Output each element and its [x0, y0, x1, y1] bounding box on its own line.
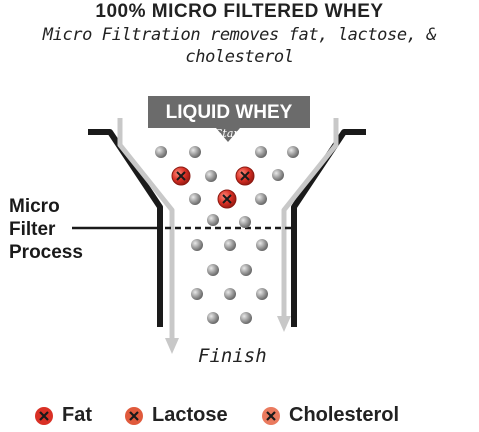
flow-arrow-right-head — [277, 316, 291, 332]
whey-particle — [191, 239, 203, 251]
whey-particle — [189, 193, 201, 205]
whey-particle — [240, 264, 252, 276]
whey-particle — [224, 288, 236, 300]
page-subtitle: Micro Filtration removes fat, lactose, &… — [42, 25, 437, 67]
whey-particle — [239, 216, 251, 228]
flow-arrow-left — [117, 118, 175, 340]
finish-label: Finish — [198, 345, 267, 367]
side-label-line-3: Process — [9, 242, 83, 263]
whey-particle — [205, 170, 217, 182]
flow-arrow-right — [281, 118, 339, 318]
lactose-x-icon — [125, 406, 143, 425]
legend-item-lactose: Lactose — [124, 404, 228, 427]
cholesterol-contaminant-icon — [217, 189, 237, 209]
whey-particle — [191, 288, 203, 300]
contaminant-particles — [171, 166, 255, 209]
whey-particle — [255, 193, 267, 205]
cholesterol-x-icon — [262, 406, 280, 425]
whey-particle — [224, 239, 236, 251]
whey-particle — [256, 239, 268, 251]
whey-particle — [287, 146, 299, 158]
page-title: 100% MICRO FILTERED WHEY — [95, 1, 384, 22]
legend-item-fat: Fat — [34, 404, 92, 427]
side-label-line-2: Filter — [9, 219, 56, 240]
whey-particle — [207, 214, 219, 226]
legend-label-cholesterol: Cholesterol — [289, 404, 400, 426]
whey-particle — [155, 146, 167, 158]
liquid-whey-banner — [148, 96, 310, 142]
legend-label-lactose: Lactose — [152, 404, 228, 426]
whey-particles — [155, 146, 299, 324]
legend-item-cholesterol: Cholesterol — [261, 404, 399, 427]
whey-particle — [256, 288, 268, 300]
flow-arrow-left-head — [165, 338, 179, 354]
legend: Fat Lactose Cholesterol — [0, 404, 479, 432]
whey-particle — [207, 264, 219, 276]
whey-particle — [189, 146, 201, 158]
fat-contaminant-icon — [171, 166, 191, 186]
funnel-wall-left-dark — [88, 129, 163, 327]
whey-particle — [240, 312, 252, 324]
banner-subtitle: Start — [215, 127, 244, 140]
fat-x-icon — [35, 406, 53, 425]
banner-title: LIQUID WHEY — [166, 102, 293, 123]
lactose-contaminant-icon — [235, 166, 255, 186]
whey-particle — [255, 146, 267, 158]
legend-label-fat: Fat — [62, 404, 92, 426]
funnel-wall-right-dark — [291, 129, 366, 327]
whey-particle — [207, 312, 219, 324]
whey-particle — [272, 169, 284, 181]
side-label-line-1: Micro — [9, 196, 60, 217]
